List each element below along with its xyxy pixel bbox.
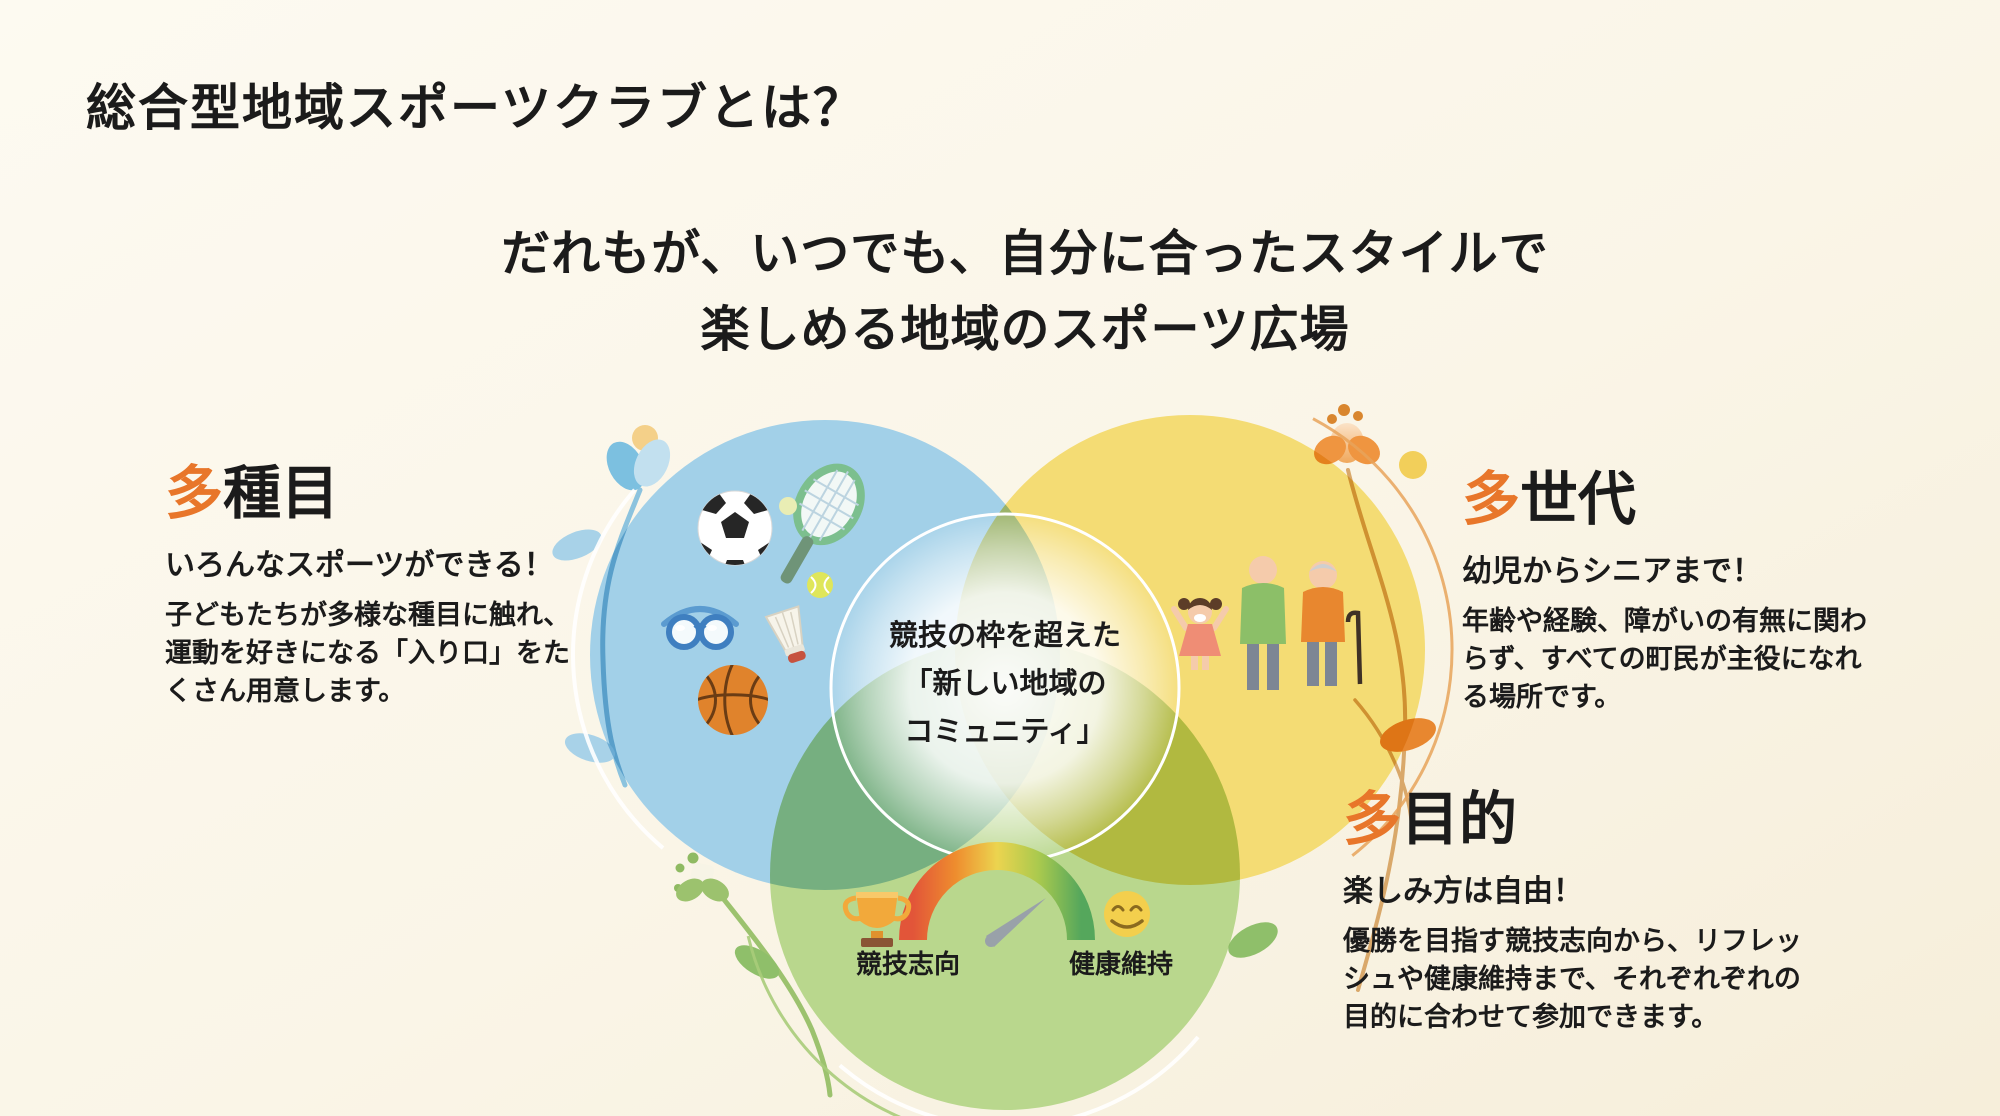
- section-multi-sport-body: 子どもたちが多様な種目に触れ、 運動を好きになる「入り口」をた くさん用意します…: [165, 600, 571, 706]
- section-multi-purpose-body: 優勝を目指す競技志向から、リフレッ シュや健康維持まで、それぞれぞれの 目的に合…: [1343, 926, 1802, 1032]
- accent-ta: 多: [1343, 787, 1402, 852]
- trophy-icon: [842, 892, 912, 947]
- section-multi-generation: 多世代 幼児からシニアまで！ 年齢や経験、障がいの有無に関わ らず、すべての町民…: [1462, 468, 1922, 716]
- smiley-face-icon: [1104, 891, 1150, 937]
- cane: [1345, 610, 1363, 685]
- gauge-needle: [986, 898, 1046, 947]
- shuttlecock-icon: [764, 605, 806, 663]
- gauge-right-label: 健康維持: [1068, 949, 1173, 979]
- pale-ball-dot: [779, 497, 797, 515]
- page-title: 総合型地域スポーツクラブとは？: [86, 80, 865, 136]
- title-rest: 種目: [223, 461, 340, 526]
- section-multi-sport-subtitle: いろんなスポーツができる！: [165, 549, 554, 582]
- gauge-left-label: 競技志向: [855, 949, 960, 979]
- adult-icon: [1240, 556, 1286, 690]
- tennis-ball-icon: [807, 572, 833, 598]
- title-rest: 世代: [1520, 467, 1637, 532]
- headline-line-1: だれもが、いつでも、自分に合ったスタイルで: [501, 227, 1549, 281]
- headline: だれもが、いつでも、自分に合ったスタイルで 楽しめる地域のスポーツ広場: [300, 216, 1750, 368]
- basketball-icon: [698, 665, 768, 735]
- title-rest: 目的: [1401, 787, 1518, 852]
- blue-flower-icon: [606, 425, 671, 491]
- section-multi-sport: 多種目 いろんなスポーツができる！ 子どもたちが多様な種目に触れ、 運動を好きに…: [165, 462, 605, 710]
- swim-goggles-icon: [661, 606, 739, 650]
- senior-with-cane-icon: [1301, 561, 1363, 686]
- tennis-racket-icon: [780, 463, 865, 584]
- section-multi-purpose-subtitle: 楽しみ方は自由！: [1343, 875, 1583, 908]
- orange-flower-icon: [1314, 404, 1427, 479]
- green-leaf-right: [1228, 922, 1278, 958]
- accent-ta: 多: [165, 461, 224, 526]
- section-multi-generation-title: 多世代: [1462, 468, 1922, 532]
- gauge-meter: [899, 842, 1095, 947]
- headline-line-2: 楽しめる地域のスポーツ広場: [700, 303, 1350, 357]
- child-icon: [1171, 598, 1229, 670]
- section-multi-generation-body: 年齢や経験、障がいの有無に関わ らず、すべての町民が主役になれ る場所です。: [1462, 606, 1867, 712]
- section-multi-purpose-title: 多目的: [1343, 788, 1823, 852]
- section-multi-generation-subtitle: 幼児からシニアまで！: [1462, 555, 1762, 588]
- section-multi-purpose: 多目的 楽しみ方は自由！ 優勝を目指す競技志向から、リフレッ シュや健康維持まで…: [1343, 788, 1823, 1036]
- white-arc-blue: [571, 401, 1079, 909]
- orange-arc-decoration: [926, 386, 1454, 914]
- green-flower-icon: [674, 852, 729, 902]
- center-message: 競技の枠を超えた 「新しい地域の コミュニティ」: [888, 620, 1121, 748]
- section-multi-sport-title: 多種目: [165, 462, 605, 526]
- accent-ta: 多: [1462, 467, 1521, 532]
